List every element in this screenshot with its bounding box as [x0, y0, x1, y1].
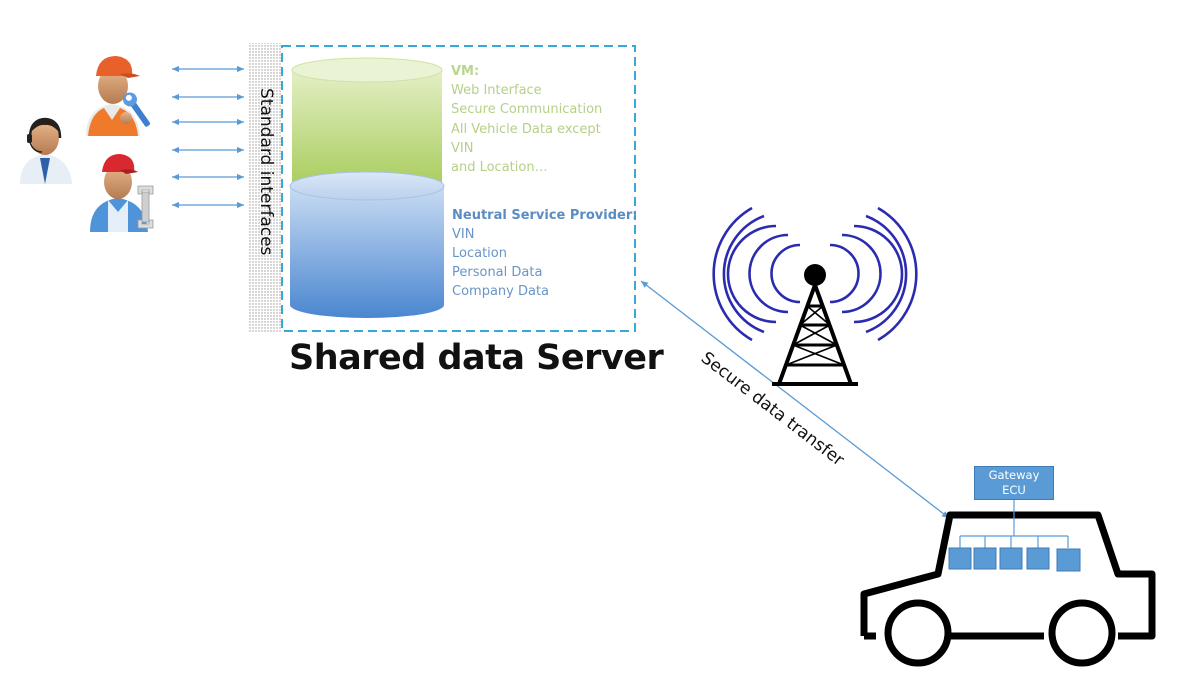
- nsp-line: Company Data: [452, 284, 550, 299]
- vm-line: All Vehicle Data except: [451, 122, 601, 137]
- tower-structure: [772, 264, 858, 386]
- mechanic-tools-icon: [90, 154, 154, 232]
- nsp-title: Neutral Service Provider:: [452, 208, 638, 223]
- mechanic-wrench-icon: [86, 56, 151, 136]
- nsp-line: Personal Data: [452, 265, 543, 280]
- ecu-label: ECU: [1002, 483, 1026, 497]
- vm-title: VM:: [451, 64, 480, 79]
- standard-interfaces-label: Standard interfaces: [256, 88, 276, 256]
- standard-interfaces-label-wrap: Standard interfaces: [252, 88, 280, 288]
- vm-line: VIN: [451, 141, 474, 156]
- server-title: Shared data Server: [289, 338, 664, 378]
- gateway-ecu-box: Gateway ECU: [974, 466, 1054, 500]
- nsp-cylinder: [289, 171, 445, 318]
- nsp-line: VIN: [452, 227, 475, 242]
- server-dashed-border: [281, 45, 636, 332]
- standard-interfaces-band: [249, 43, 281, 333]
- ecu-network: [948, 500, 1081, 572]
- vm-cylinder: [291, 57, 443, 186]
- call-center-agent-icon: [20, 117, 72, 184]
- secure-transfer-arrow: [640, 280, 950, 519]
- nsp-line: Location: [452, 246, 507, 261]
- wrench-tool: [137, 185, 154, 229]
- antenna-tower-icon: [712, 206, 918, 342]
- vm-line: and Location…: [451, 160, 548, 175]
- gateway-label: Gateway: [988, 468, 1040, 482]
- interface-arrows: [172, 65, 244, 209]
- vm-line: Web Interface: [451, 83, 542, 98]
- car-icon: [860, 511, 1156, 667]
- vm-line: Secure Communication: [451, 102, 603, 117]
